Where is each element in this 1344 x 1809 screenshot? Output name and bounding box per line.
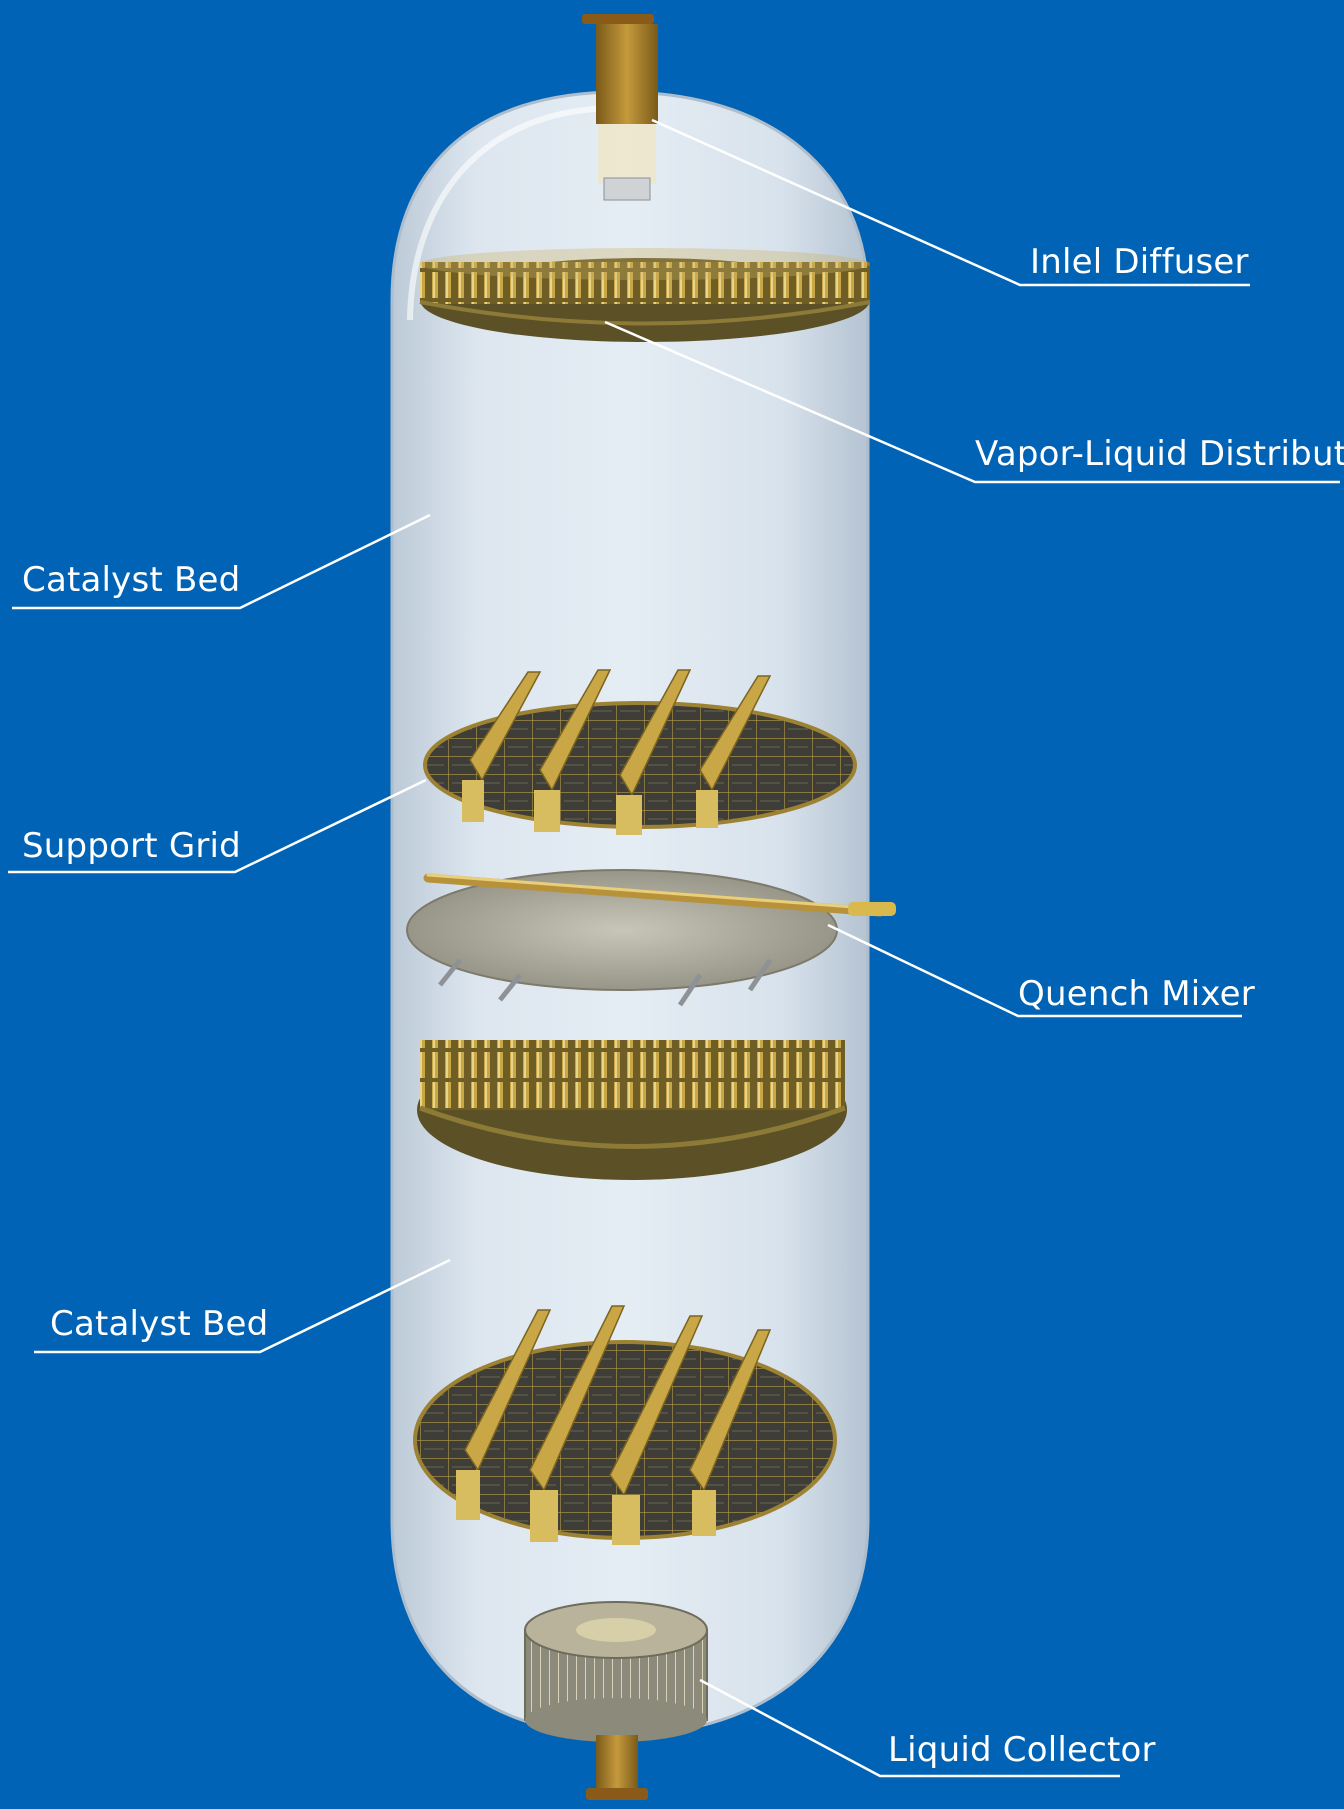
- label-catalyst-bed-lower: Catalyst Bed: [50, 1304, 268, 1344]
- outlet-nozzle: [586, 1735, 648, 1800]
- label-catalyst-bed-upper: Catalyst Bed: [22, 560, 240, 600]
- liquid-collector: [525, 1602, 707, 1742]
- label-support-grid: Support Grid: [22, 826, 241, 866]
- label-vapor-liquid-distributor: Vapor-Liquid Distributor: [975, 434, 1344, 474]
- label-liquid-collector: Liquid Collector: [888, 1730, 1156, 1770]
- lower-distributor-tray: [417, 1040, 847, 1180]
- label-quench-mixer: Quench Mixer: [1018, 974, 1255, 1014]
- vapor-liquid-distributor: [420, 248, 870, 342]
- label-inlet-diffuser: Inlel Diffuser: [1030, 242, 1249, 282]
